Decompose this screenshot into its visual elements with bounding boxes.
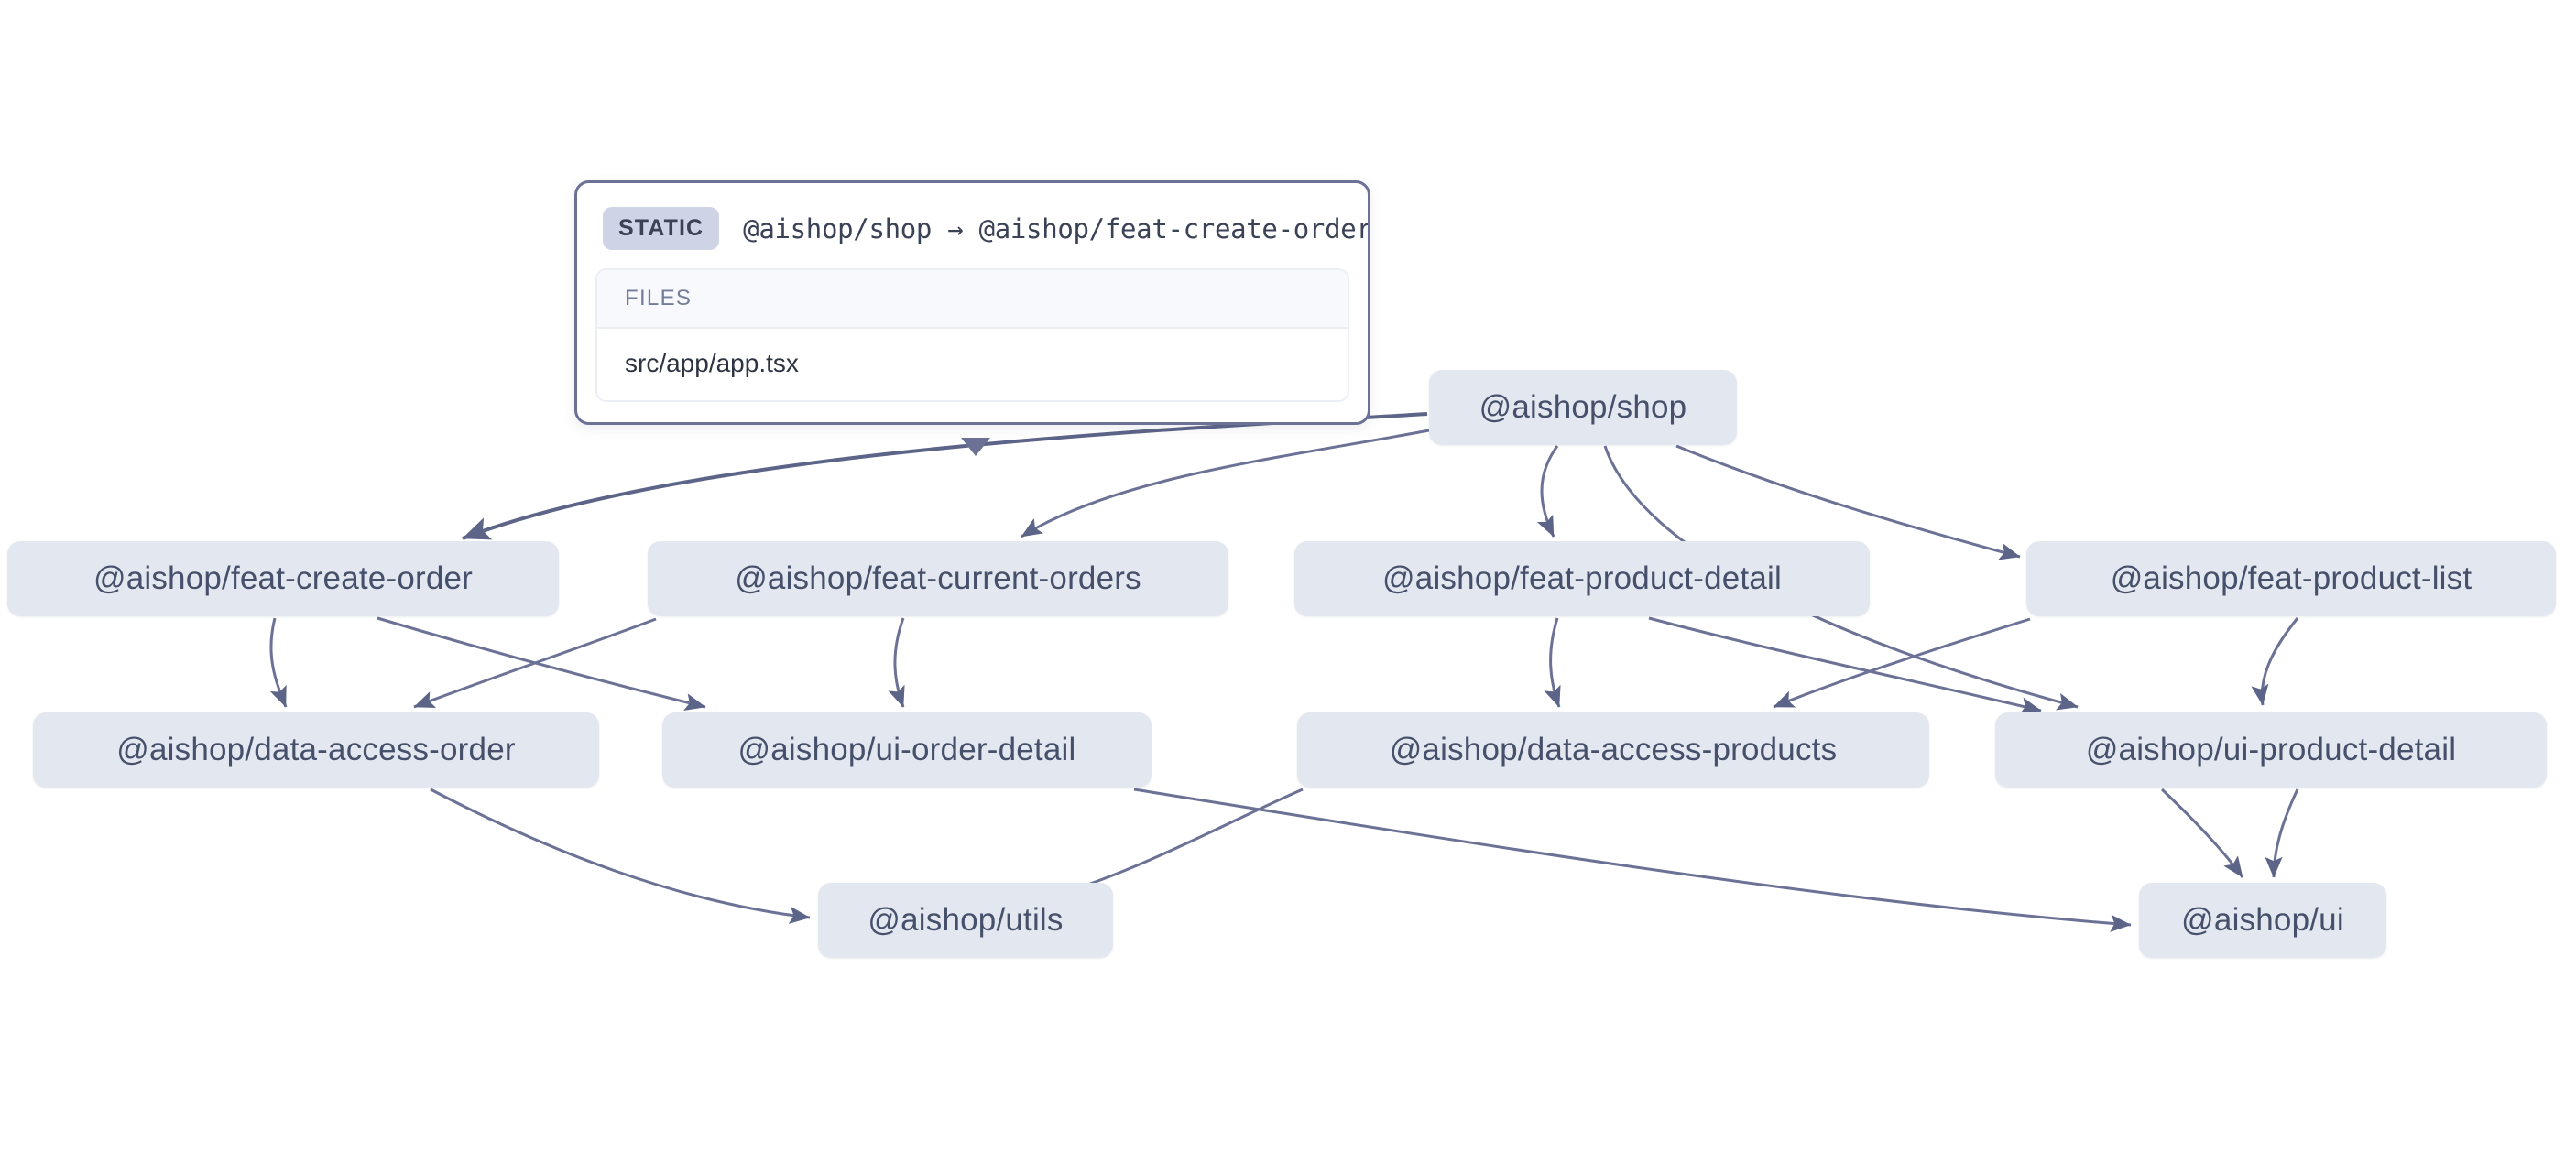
graph-node-ui-product-detail[interactable]: @aishop/ui-product-detail [1995,712,2547,788]
graph-node-label: @aishop/feat-product-detail [1382,560,1782,596]
graph-node-feat-product-list[interactable]: @aishop/feat-product-list [2026,541,2556,616]
files-panel-header: FILES [597,270,1348,329]
edge-shop-to-feat-product-detail [1536,445,1559,538]
edge-feat-current-orders-to-ui-order-detail [888,617,905,708]
edge-shop-to-feat-product-list [1675,444,2021,560]
graph-node-data-access-order[interactable]: @aishop/data-access-order [33,712,599,788]
files-list: src/app/app.tsx [597,329,1348,400]
edge-feat-product-detail-to-ui-product-detail [1648,616,2042,715]
edge-data-access-order-to-utils [430,788,811,924]
graph-node-feat-current-orders[interactable]: @aishop/feat-current-orders [648,541,1228,616]
edge-feat-product-list-to-data-access-products [1773,617,2031,709]
graph-node-label: @aishop/ui-product-detail [2085,732,2457,767]
graph-node-label: @aishop/feat-product-list [2110,560,2472,596]
graph-node-ui[interactable]: @aishop/ui [2139,883,2386,958]
edge-feat-product-detail-to-data-access-products [1544,617,1561,708]
graph-node-feat-product-detail[interactable]: @aishop/feat-product-detail [1294,541,1870,616]
edge-detail-card[interactable]: STATIC @aishop/shop → @aishop/feat-creat… [574,180,1370,425]
edge-ui-order-detail-to-ui [1133,788,2132,932]
graph-node-label: @aishop/feat-current-orders [735,560,1141,596]
dependency-title: @aishop/shop → @aishop/feat-create-order [743,212,1370,245]
graph-node-feat-create-order[interactable]: @aishop/feat-create-order [7,541,559,616]
edge-feat-create-order-to-ui-order-detail [377,616,706,712]
graph-node-label: @aishop/shop [1479,389,1687,425]
graph-node-label: @aishop/data-access-order [116,732,516,767]
edge-feat-create-order-to-data-access-order [269,617,288,708]
graph-node-ui-order-detail[interactable]: @aishop/ui-order-detail [662,712,1152,788]
file-row[interactable]: src/app/app.tsx [625,349,799,377]
graph-node-label: @aishop/feat-create-order [93,560,474,596]
graph-node-shop[interactable]: @aishop/shop [1429,370,1737,445]
edge-detail-header: STATIC @aishop/shop → @aishop/feat-creat… [577,183,1368,268]
edge-ui-product-detail-to-ui [2160,788,2244,878]
edge-feat-current-orders-to-data-access-order [413,617,657,709]
edge-detail-card-pointer [961,438,990,456]
edge-shop-to-feat-current-orders [1021,429,1430,538]
graph-node-utils[interactable]: @aishop/utils [818,883,1113,958]
edge-ui-product-detail-to-ui-alt [2265,788,2299,878]
graph-node-label: @aishop/ui [2181,902,2344,938]
dependency-type-badge: STATIC [603,207,720,250]
edge-feat-product-list-to-ui-product-detail [2251,617,2299,706]
graph-node-data-access-products[interactable]: @aishop/data-access-products [1297,712,1929,788]
files-panel: FILES src/app/app.tsx [595,268,1349,402]
graph-node-label: @aishop/data-access-products [1389,732,1838,767]
graph-node-label: @aishop/ui-order-detail [737,732,1076,767]
edge-shop-to-feat-create-order [462,412,1428,540]
graph-node-label: @aishop/utils [868,902,1064,938]
